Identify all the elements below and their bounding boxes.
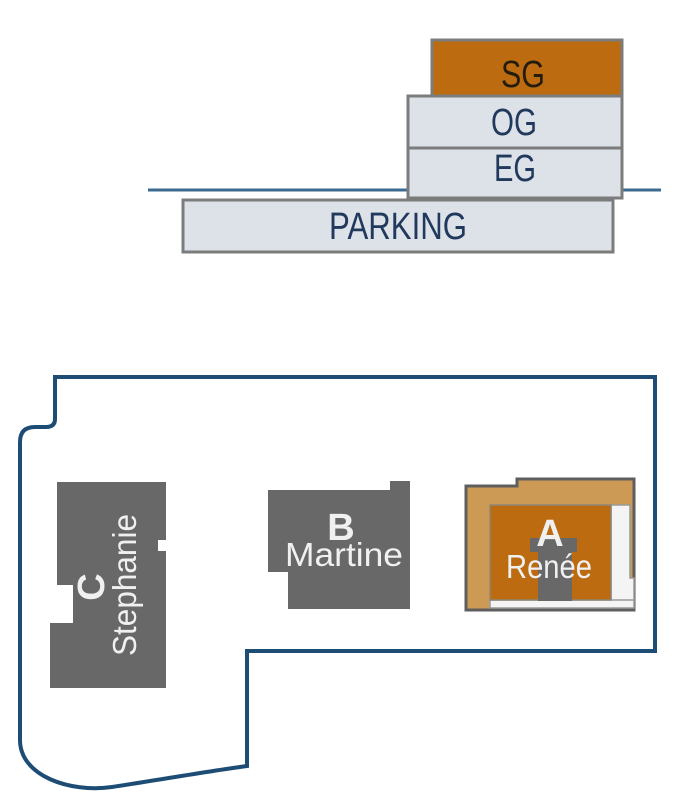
site-plan: C Stephanie B Martine A Renée <box>18 375 657 791</box>
floor-og-shape[interactable] <box>406 94 624 150</box>
building-a-letter: A <box>536 513 563 555</box>
building-b-name: Martine <box>285 536 403 573</box>
floor-sg-label: SG <box>501 54 545 96</box>
building-a-right-strip <box>610 504 635 602</box>
site-boundary-outline <box>18 375 657 791</box>
floor-parking-shape[interactable] <box>181 198 615 254</box>
building-b-letter: B <box>327 507 354 549</box>
floor-parking-label: PARKING <box>329 206 467 248</box>
building-c[interactable]: C Stephanie <box>50 482 166 688</box>
building-b-footprint[interactable] <box>268 481 410 609</box>
building-b[interactable]: B Martine <box>268 481 410 609</box>
building-a-selected[interactable]: A Renée <box>464 477 636 612</box>
building-a-name: Renée <box>506 548 592 585</box>
floor-og[interactable]: OG <box>406 94 624 150</box>
building-c-footprint[interactable] <box>50 482 166 688</box>
building-c-letter: C <box>71 573 113 600</box>
floor-sg-selected[interactable]: SG <box>430 38 624 98</box>
floor-eg-label: EG <box>494 148 536 190</box>
building-a-stair-core <box>530 538 577 601</box>
floor-parking[interactable]: PARKING <box>181 198 615 254</box>
floor-og-label: OG <box>491 102 537 144</box>
elevation-diagram: PARKING EG OG SG <box>148 38 661 254</box>
building-c-name: Stephanie <box>106 514 143 656</box>
floor-sg-shape[interactable] <box>430 38 624 98</box>
floor-eg[interactable]: EG <box>406 146 624 200</box>
building-a-bottom-strip <box>489 599 635 609</box>
